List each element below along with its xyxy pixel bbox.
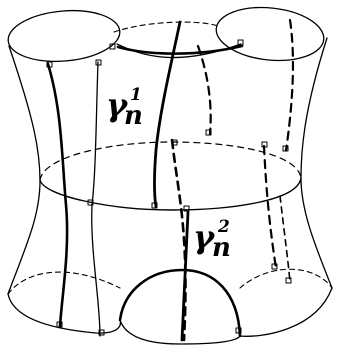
right-outline [301,38,332,288]
gamma-1-subscript: n [124,101,143,131]
waist-back-dashed [40,142,301,180]
top-bridge-back [114,22,218,32]
gamma-2-superscript: 2 [217,217,230,237]
right-back-dashed-2 [286,20,293,150]
waist-front [40,178,301,210]
bottom-arch-geodesic [120,270,240,336]
bottom-arch-inner [120,320,240,344]
bottom-right-boundary [240,288,332,336]
gamma-2-label: γ n 2 [193,217,231,263]
bottom-left-boundary [8,294,120,333]
right-angle-markers [47,40,291,335]
center-left-vertical [92,62,100,336]
left-outline [8,46,40,294]
gamma-1-label: γ n 1 [106,85,143,131]
left-vertical-geodesic [48,64,67,326]
gamma-1-superscript: 1 [130,85,142,105]
right-back-dashed-1 [198,46,211,134]
top-right-boundary-ellipse [214,2,327,65]
gamma-2-subscript: n [212,233,231,263]
top-left-boundary-ellipse [6,6,122,66]
gamma-1-geodesic [155,22,181,207]
right-back-dashed-3 [264,146,276,268]
